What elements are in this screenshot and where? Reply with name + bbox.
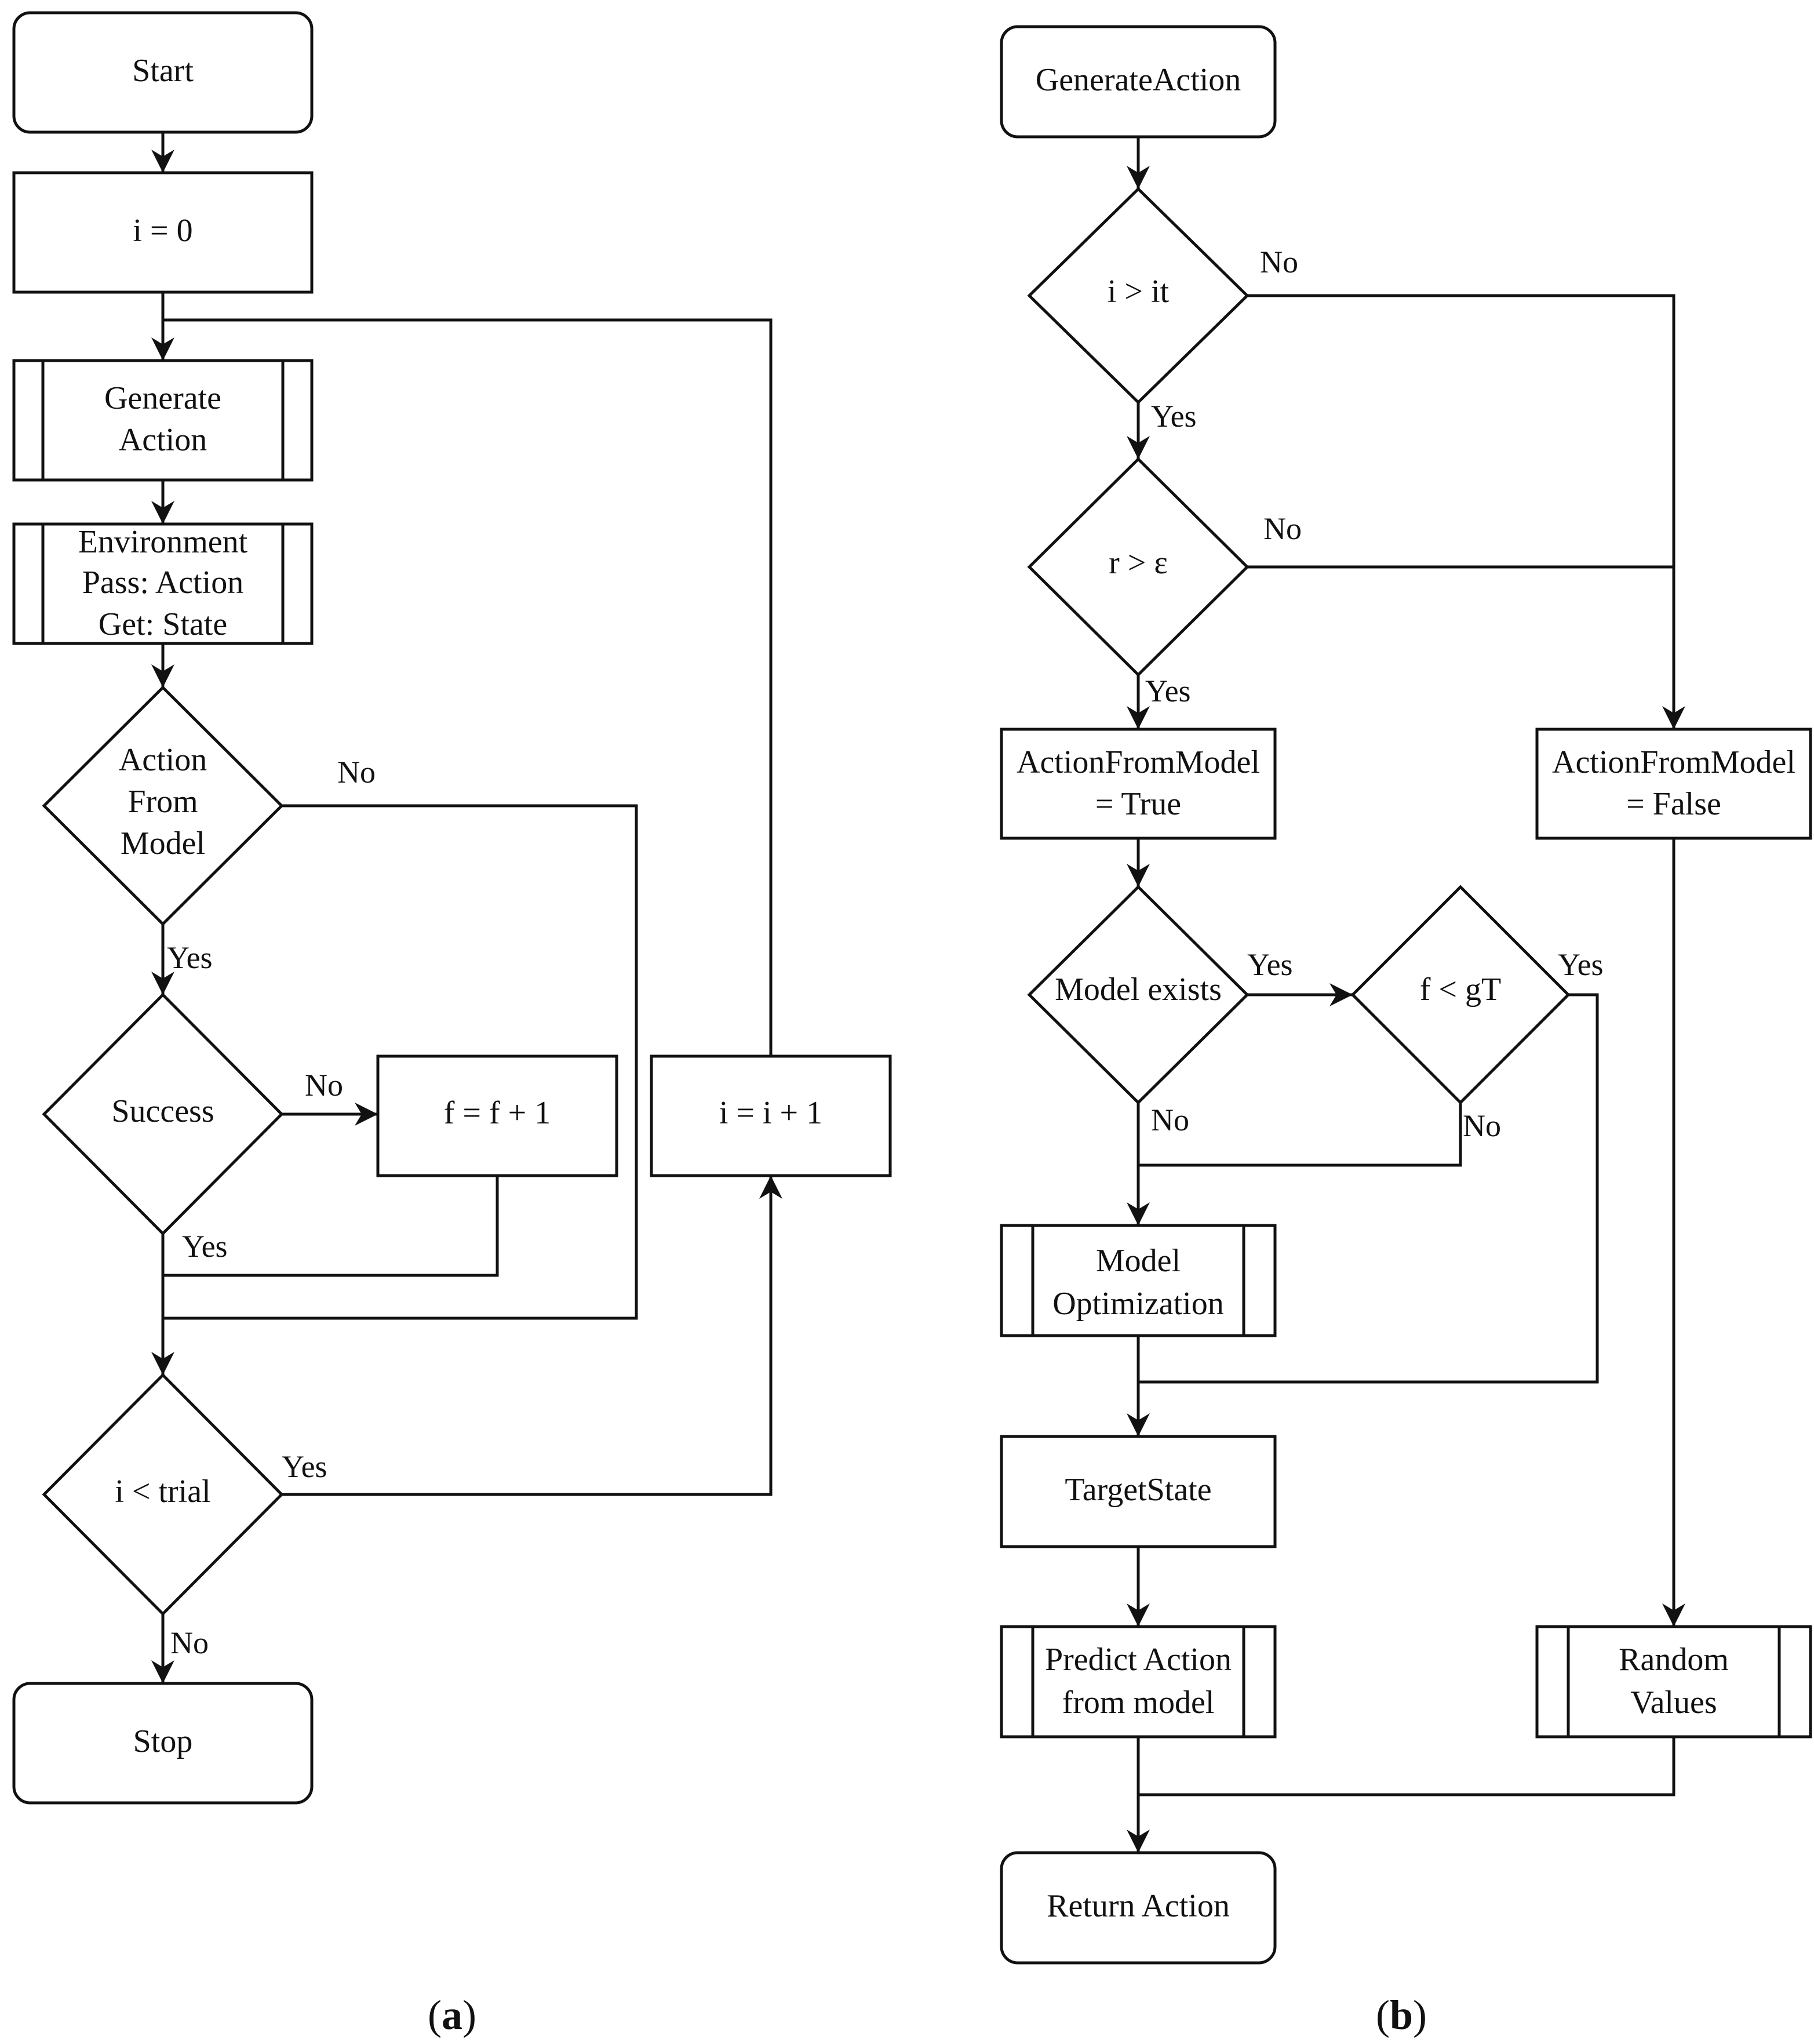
decision-action-from-model: Action From Model	[42, 685, 284, 926]
diagram-a: Start i = 0 Generate Action Environment …	[12, 11, 892, 1805]
predict-action-line-2: from model	[1062, 1685, 1215, 1721]
caption-b: (b)	[1376, 1992, 1427, 2038]
afm-line-1: Action	[119, 742, 207, 778]
label-iter-no: No	[1260, 245, 1298, 279]
node-init-label: i = 0	[133, 213, 192, 249]
edge-f-check-no-join	[1138, 1103, 1462, 1167]
f-check-label: f < gT	[1420, 972, 1501, 1008]
afm-false-line-2: = False	[1626, 786, 1721, 822]
target-state-label: TargetState	[1065, 1472, 1211, 1508]
label-iter-yes: Yes	[1151, 399, 1197, 434]
environment-line-3: Get: State	[99, 606, 227, 642]
node-predict-action: Predict Action from model	[1000, 1625, 1277, 1739]
connectors-b	[1127, 137, 1685, 1853]
edge-trial-yes-to-increment-i	[282, 1176, 782, 1496]
iter-label: i > it	[1108, 274, 1170, 310]
label-trial-no: No	[170, 1625, 209, 1660]
connectors-a	[151, 132, 782, 1683]
label-f-check-no: No	[1463, 1108, 1501, 1143]
decision-epsilon: r > ε	[1027, 457, 1250, 677]
generate-action-line-1: Generate	[104, 380, 221, 416]
node-stop-label: Stop	[133, 1723, 193, 1759]
label-success-yes: Yes	[182, 1229, 228, 1264]
node-afm-true: ActionFromModel = True	[1000, 728, 1277, 840]
label-afm-no: No	[337, 755, 376, 790]
model-optimization-line-1: Model	[1096, 1243, 1181, 1279]
increment-f-label: f = f + 1	[444, 1095, 551, 1131]
afm-false-line-1: ActionFromModel	[1552, 744, 1795, 780]
decision-success: Success	[42, 992, 284, 1236]
afm-true-line-1: ActionFromModel	[1017, 744, 1260, 780]
node-start-label: Start	[132, 53, 194, 89]
node-target-state: TargetState	[1000, 1435, 1277, 1548]
generate-action-line-2: Action	[119, 422, 207, 458]
label-trial-yes: Yes	[282, 1449, 327, 1484]
label-afm-yes: Yes	[167, 940, 213, 975]
node-return-action: Return Action	[1000, 1851, 1277, 1965]
decision-model-exists: Model exists	[1027, 885, 1250, 1105]
edge-increment-f-return	[163, 1176, 499, 1277]
label-epsilon-yes: Yes	[1145, 674, 1191, 708]
node-start: Start	[12, 11, 314, 134]
node-increment-i: i = i + 1	[650, 1054, 892, 1177]
decision-f-check: f < gT	[1350, 885, 1571, 1105]
return-action-label: Return Action	[1047, 1888, 1230, 1924]
node-generate-action-b: GenerateAction	[1000, 25, 1277, 139]
label-success-no: No	[305, 1068, 343, 1103]
environment-line-2: Pass: Action	[82, 565, 243, 601]
epsilon-label: r > ε	[1109, 545, 1168, 581]
afm-line-2: From	[128, 784, 198, 820]
label-f-check-yes: Yes	[1558, 947, 1604, 982]
node-model-optimization: Model Optimization	[1000, 1224, 1277, 1337]
node-stop: Stop	[12, 1682, 314, 1805]
increment-i-label: i = i + 1	[719, 1095, 822, 1131]
decision-trial: i < trial	[42, 1373, 284, 1616]
edge-random-join	[1138, 1737, 1675, 1796]
random-values-line-1: Random	[1619, 1642, 1729, 1678]
label-model-exists-no: No	[1151, 1103, 1189, 1137]
label-model-exists-yes: Yes	[1247, 947, 1293, 982]
generate-action-b-label: GenerateAction	[1036, 62, 1241, 98]
random-values-line-2: Values	[1630, 1685, 1717, 1721]
node-afm-false: ActionFromModel = False	[1535, 728, 1812, 840]
model-exists-label: Model exists	[1055, 972, 1222, 1008]
afm-true-line-2: = True	[1095, 786, 1181, 822]
node-random-values: Random Values	[1535, 1625, 1812, 1739]
diagram-b: GenerateAction i > it r > ε ActionFromMo…	[1000, 25, 1812, 1965]
node-increment-f: f = f + 1	[376, 1054, 618, 1177]
afm-line-3: Model	[121, 825, 205, 861]
label-epsilon-no: No	[1263, 511, 1302, 546]
edge-increment-i-loop-back	[163, 318, 773, 1056]
node-generate-action-a: Generate Action	[12, 359, 314, 482]
edge-f-check-yes-bypass	[1138, 993, 1599, 1384]
edge-afm-no-bypass	[163, 804, 638, 1320]
node-init-counter: i = 0	[12, 171, 314, 294]
edge-iter-no-to-afm-false	[1247, 294, 1685, 729]
node-environment: Environment Pass: Action Get: State	[12, 522, 314, 645]
success-label: Success	[111, 1093, 214, 1129]
caption-a: (a)	[428, 1992, 476, 2038]
predict-action-line-1: Predict Action	[1045, 1642, 1232, 1678]
trial-label: i < trial	[115, 1474, 210, 1510]
decision-iter: i > it	[1027, 187, 1250, 405]
environment-line-1: Environment	[78, 524, 248, 560]
model-optimization-line-2: Optimization	[1052, 1286, 1224, 1322]
